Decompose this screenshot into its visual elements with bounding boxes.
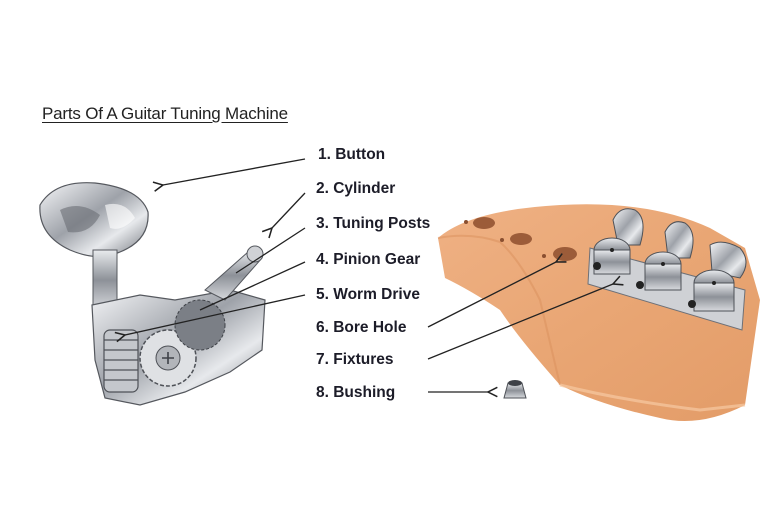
leader-lines xyxy=(125,158,613,392)
label-tuning-posts: 3. Tuning Posts xyxy=(316,215,431,232)
diagram-title: Parts Of A Guitar Tuning Machine xyxy=(42,104,288,123)
headstock-image xyxy=(437,204,760,422)
label-bushing: 8. Bushing xyxy=(316,384,396,401)
label-bore-hole: 6. Bore Hole xyxy=(316,319,407,336)
label-fixtures: 7. Fixtures xyxy=(316,351,394,368)
label-cylinder: 2. Cylinder xyxy=(316,180,396,197)
label-worm-drive: 5. Worm Drive xyxy=(316,286,420,303)
label-pinion-gear: 4. Pinion Gear xyxy=(316,251,421,268)
label-button: 1. Button xyxy=(318,146,386,163)
tuning-machine-image xyxy=(39,182,266,406)
bushing-image xyxy=(503,380,527,399)
